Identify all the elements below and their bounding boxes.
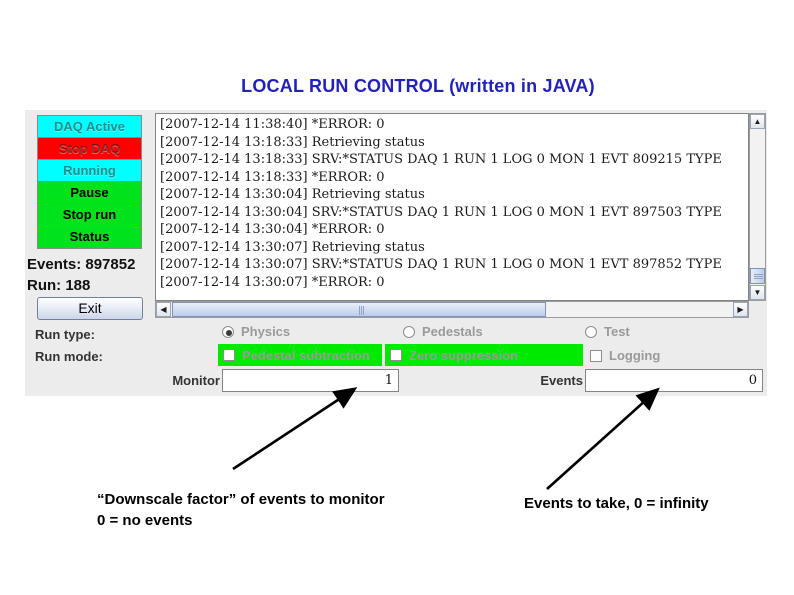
pause-button[interactable]: Pause xyxy=(38,182,141,204)
events-label: Events xyxy=(540,373,583,388)
stop-run-button[interactable]: Stop run xyxy=(38,204,141,226)
log-line: [2007-12-14 13:18:33] *ERROR: 0 xyxy=(160,169,385,185)
events-arrow xyxy=(546,387,660,490)
daq-button-stack: DAQ Active Stop DAQ Running Pause Stop r… xyxy=(37,115,142,249)
run-mode-label: Run mode: xyxy=(35,349,103,364)
radio-test[interactable]: Test xyxy=(585,324,630,339)
checkbox-label: Logging xyxy=(609,348,661,363)
run-control-panel: DAQ Active Stop DAQ Running Pause Stop r… xyxy=(25,110,767,396)
checkbox-pedestal-subtraction[interactable]: Pedestal subtraction xyxy=(218,344,382,366)
events-input[interactable] xyxy=(585,369,763,392)
checkbox-label: Pedestal subtraction xyxy=(242,347,370,363)
checkbox-label: Zero suppression xyxy=(409,347,519,363)
checkbox-logging[interactable]: Logging xyxy=(590,348,660,363)
monitor-input[interactable] xyxy=(222,369,399,392)
running-button[interactable]: Running xyxy=(38,160,141,182)
log-line: [2007-12-14 13:30:07] Retrieving status xyxy=(160,239,425,255)
monitor-arrow xyxy=(232,387,358,471)
vertical-scrollbar-thumb[interactable] xyxy=(750,268,765,284)
exit-button[interactable]: Exit xyxy=(37,297,143,320)
radio-label: Pedestals xyxy=(422,324,483,339)
checkbox-unchecked-icon xyxy=(590,349,602,362)
zero-suppression-highlight: Zero suppression xyxy=(385,344,583,366)
radio-pedestals[interactable]: Pedestals xyxy=(403,324,483,339)
checkbox-unchecked-icon xyxy=(390,349,402,361)
log-line: [2007-12-14 13:30:04] *ERROR: 0 xyxy=(160,222,385,237)
log-textarea[interactable]: [2007-12-14 11:38:40] *ERROR: 0 [2007-12… xyxy=(155,113,749,301)
monitor-note: “Downscale factor” of events to monitor … xyxy=(97,489,385,531)
events-counter: Events: 897852 xyxy=(27,256,136,273)
checkbox-zero-suppression[interactable]: Zero suppression xyxy=(385,344,583,366)
stop-daq-button[interactable]: Stop DAQ xyxy=(38,138,141,160)
pedestal-subtraction-highlight: Pedestal subtraction xyxy=(218,344,382,366)
log-line: [2007-12-14 13:18:33] Retrieving status xyxy=(160,134,425,150)
radio-selected-icon xyxy=(222,325,234,338)
scroll-down-icon[interactable]: ▼ xyxy=(750,285,765,300)
scroll-left-icon[interactable]: ◀ xyxy=(156,302,171,317)
radio-unselected-icon xyxy=(585,325,597,338)
scroll-right-icon[interactable]: ▶ xyxy=(733,302,748,317)
checkbox-unchecked-icon xyxy=(223,349,235,361)
thumb-grip xyxy=(754,274,763,275)
log-line: [2007-12-14 13:30:04] SRV:*STATUS DAQ 1 … xyxy=(160,204,722,220)
horizontal-scrollbar-thumb[interactable] xyxy=(172,302,546,317)
page-title: LOCAL RUN CONTROL (written in JAVA) xyxy=(241,76,595,96)
radio-label: Physics xyxy=(241,324,291,339)
scroll-up-icon[interactable]: ▲ xyxy=(750,114,765,129)
monitor-label: Monitor xyxy=(172,373,220,388)
log-line: [2007-12-14 11:38:40] *ERROR: 0 xyxy=(160,117,385,132)
radio-physics[interactable]: Physics xyxy=(222,324,290,339)
log-line: [2007-12-14 13:18:33] SRV:*STATUS DAQ 1 … xyxy=(160,152,722,167)
log-line: [2007-12-14 13:30:04] Retrieving status xyxy=(160,187,425,202)
monitor-note-line1: “Downscale factor” of events to monitor xyxy=(97,491,385,508)
log-line: [2007-12-14 13:30:07] SRV:*STATUS DAQ 1 … xyxy=(160,257,722,272)
status-button[interactable]: Status xyxy=(38,226,141,248)
radio-label: Test xyxy=(604,324,630,339)
thumb-grip xyxy=(359,306,360,315)
radio-unselected-icon xyxy=(403,325,415,338)
monitor-note-line2: 0 = no events xyxy=(97,512,193,529)
log-line: [2007-12-14 13:30:07] *ERROR: 0 xyxy=(160,274,385,290)
horizontal-scrollbar[interactable]: ◀ ▶ xyxy=(155,301,749,318)
daq-active-button[interactable]: DAQ Active xyxy=(38,116,141,138)
run-counter: Run: 188 xyxy=(27,277,91,294)
vertical-scrollbar[interactable]: ▲ ▼ xyxy=(749,113,766,301)
events-note: Events to take, 0 = infinity xyxy=(524,495,709,512)
run-type-label: Run type: xyxy=(35,327,95,342)
